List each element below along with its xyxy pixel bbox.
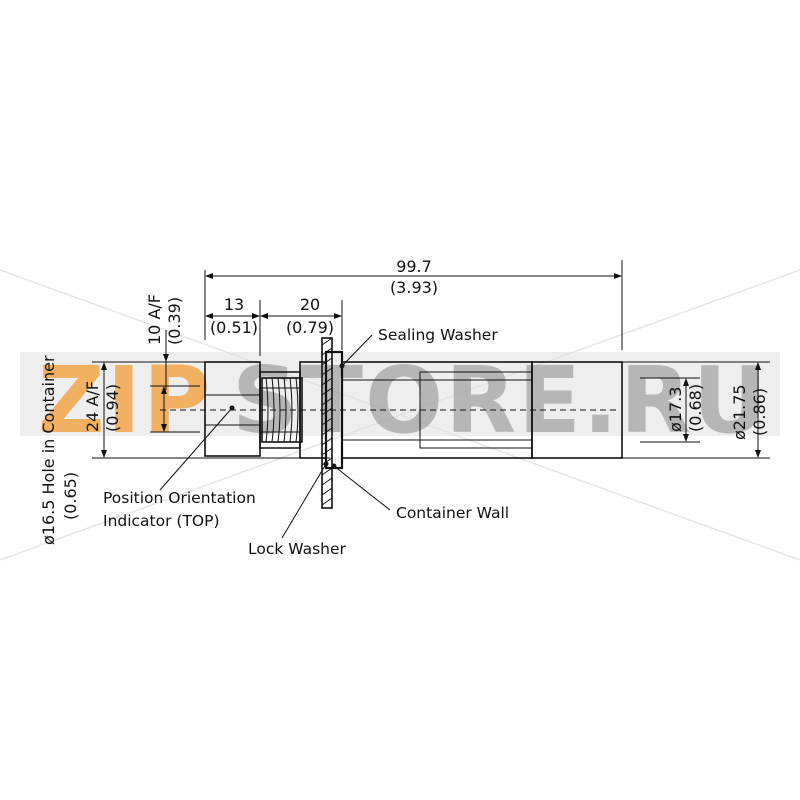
hole-dia: ø16.5 Hole in Container: [39, 355, 58, 545]
large-af-in: (0.94): [103, 384, 122, 432]
container-wall: [321, 337, 333, 509]
outer-dia-in: (0.86): [750, 388, 769, 436]
callout-labels: Sealing Washer Position Orientation Indi…: [103, 326, 509, 558]
outer-dia-mm: ø21.75: [730, 384, 749, 440]
sensor-body: [160, 337, 623, 509]
overall-length-in: (3.93): [390, 278, 438, 297]
large-af-mm: 24 A/F: [83, 381, 102, 432]
probe-tip: [531, 361, 623, 459]
label-sealing-washer: Sealing Washer: [378, 326, 498, 344]
thread: [261, 377, 303, 443]
small-af-in: (0.39): [165, 297, 184, 345]
small-af-mm: 10 A/F: [145, 294, 164, 345]
leader-sealing-washer: [341, 334, 373, 367]
leader-lines: [159, 334, 391, 539]
label-lock-washer: Lock Washer: [248, 540, 347, 558]
body-length-in: (0.79): [286, 318, 334, 337]
overall-length-mm: 99.7: [396, 257, 432, 276]
dimension-text: 99.7 (3.93) 13 (0.51) 20 (0.79) 10 A/F (…: [39, 257, 769, 545]
thread-length-in: (0.51): [210, 318, 258, 337]
probe-dia-in: (0.68): [686, 384, 705, 432]
label-position-indicator-1: Position Orientation: [103, 489, 256, 507]
probe-dia-mm: ø17.3: [666, 387, 685, 432]
hole-dia-in: (0.65): [61, 472, 80, 520]
body-length-mm: 20: [300, 295, 320, 314]
leader-lock-washer: [281, 463, 327, 539]
leader-container-wall: [333, 465, 391, 511]
dimension-lines: [92, 260, 770, 459]
leader-position-indicator: [159, 407, 233, 491]
thread-length-mm: 13: [224, 295, 244, 314]
label-position-indicator-2: Indicator (TOP): [103, 512, 220, 530]
label-container-wall: Container Wall: [396, 504, 509, 522]
watermark-zip: ZIP: [38, 347, 212, 454]
